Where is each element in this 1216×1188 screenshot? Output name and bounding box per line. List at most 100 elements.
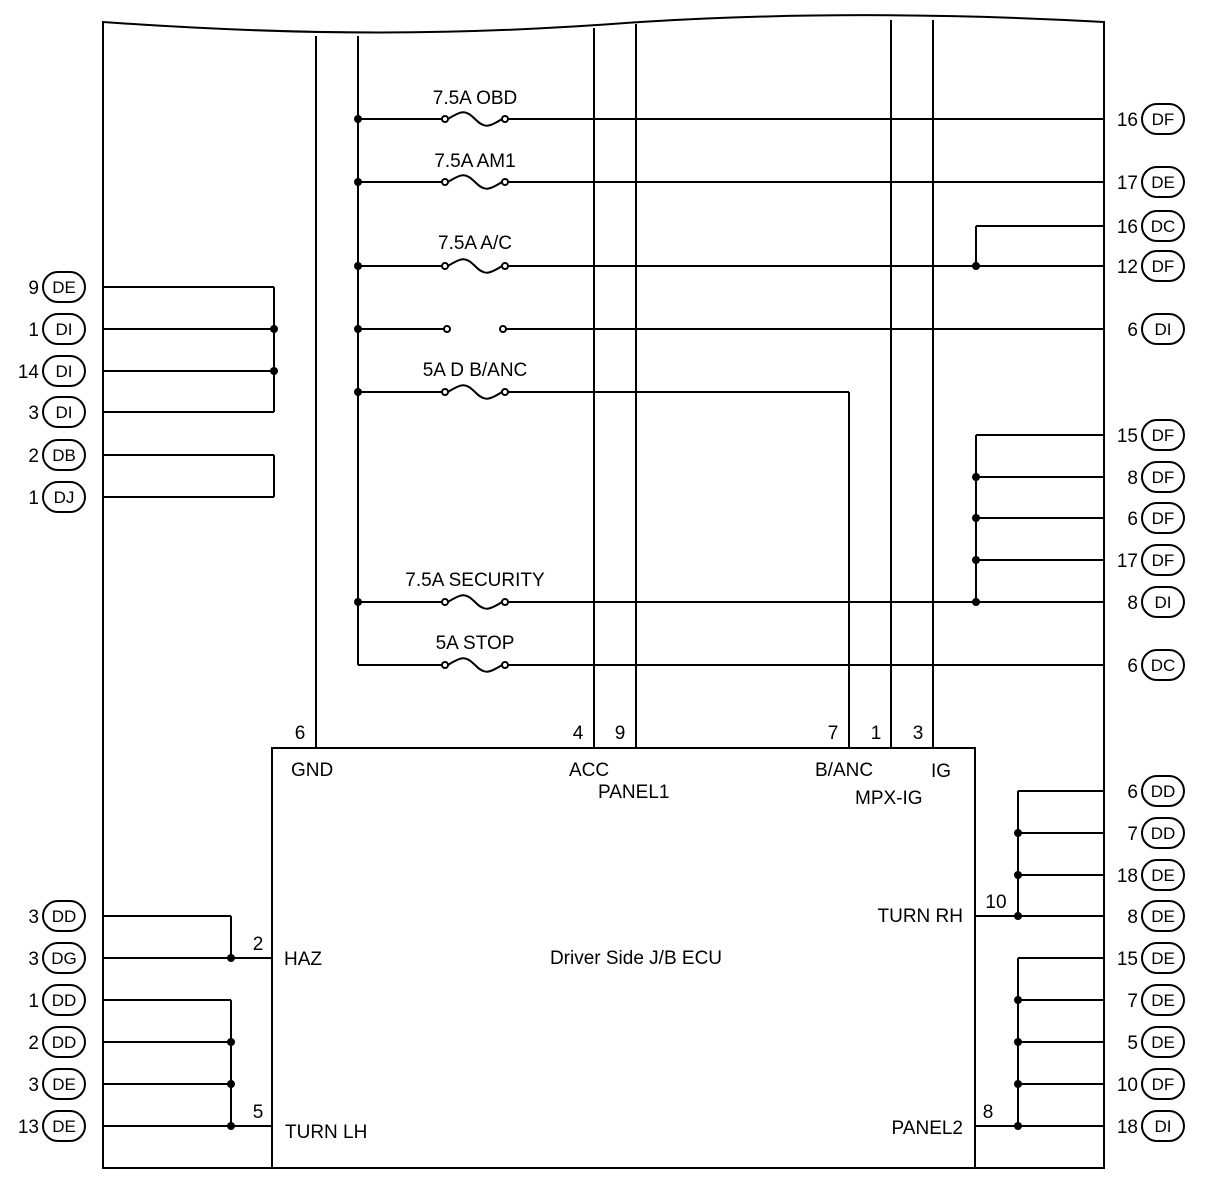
connector-code: DF bbox=[1152, 257, 1175, 276]
pin-name: TURN LH bbox=[285, 1122, 367, 1143]
fuse-row-am1: 7.5A AM1 bbox=[354, 151, 1104, 190]
pin-name: MPX-IG bbox=[855, 788, 923, 809]
connector-code: DE bbox=[1151, 907, 1175, 926]
connector-pin: 2 bbox=[28, 1033, 39, 1054]
pin-name: PANEL2 bbox=[892, 1118, 963, 1139]
connector-code: DB bbox=[52, 446, 76, 465]
junction-dot bbox=[1014, 1038, 1022, 1046]
fuse-row-ac: 7.5A A/C bbox=[354, 225, 1104, 274]
connector-badge: DJ1 bbox=[28, 481, 86, 513]
fuse-row-stop: 5A STOP bbox=[358, 633, 1104, 673]
pin-number: 8 bbox=[983, 1102, 994, 1123]
connector-badge: DE 9 bbox=[28, 271, 86, 303]
junction-dot bbox=[227, 954, 235, 962]
left-upper-links bbox=[103, 286, 278, 498]
connector-badge-outline bbox=[1141, 103, 1185, 135]
connector-code: DE bbox=[52, 278, 76, 297]
connector-code: DC bbox=[1151, 656, 1176, 675]
connector-badge-outline bbox=[1141, 210, 1185, 242]
connector-badge-outline bbox=[1141, 942, 1185, 974]
connector-pin: 14 bbox=[18, 362, 40, 383]
connector-badge: DI 14 bbox=[18, 355, 86, 387]
fuse-label: 7.5A A/C bbox=[438, 233, 512, 254]
connector-badge: DF 12 bbox=[1117, 250, 1185, 282]
connector-badge: DG3 bbox=[28, 942, 86, 974]
junction-dot bbox=[1014, 912, 1022, 920]
connector-pin: 1 bbox=[28, 488, 39, 509]
connector-pin: 3 bbox=[28, 949, 39, 970]
connector-pin: 9 bbox=[28, 278, 39, 299]
connector-badge-outline bbox=[1141, 1068, 1185, 1100]
connector-pin: 5 bbox=[1127, 1033, 1138, 1054]
connector-code: DF bbox=[1152, 1075, 1175, 1094]
connector-pin: 13 bbox=[18, 1117, 39, 1138]
junction-dot bbox=[1014, 1122, 1022, 1130]
connector-badge: DB2 bbox=[28, 439, 86, 471]
connector-badge-outline bbox=[42, 942, 86, 974]
connector-badge: DF6 bbox=[1127, 502, 1185, 534]
junction-dot bbox=[1014, 1080, 1022, 1088]
connector-pin: 6 bbox=[1127, 320, 1138, 341]
connector-badge-outline bbox=[42, 439, 86, 471]
connector-code: DC bbox=[1151, 217, 1176, 236]
connector-code: DE bbox=[1151, 866, 1175, 885]
fuse-row-obd: 7.5A OBD bbox=[354, 88, 1104, 127]
connector-badge: DD 2 bbox=[28, 1026, 86, 1058]
connector-pin: 7 bbox=[1127, 824, 1138, 845]
connector-badge-outline bbox=[42, 396, 86, 428]
connector-code: DF bbox=[1152, 509, 1175, 528]
pin-name: HAZ bbox=[284, 949, 322, 970]
connector-pin: 16 bbox=[1117, 217, 1138, 238]
connector-code: DD bbox=[52, 1033, 77, 1052]
connector-badge-outline bbox=[42, 1110, 86, 1142]
pin-name: PANEL1 bbox=[598, 782, 669, 803]
connector-badge-outline bbox=[1141, 502, 1185, 534]
connector-badge: DI 8 bbox=[1127, 586, 1185, 618]
connector-code: DI bbox=[1155, 1117, 1172, 1136]
connector-badge: DF 16 bbox=[1117, 103, 1185, 135]
connector-code: DI bbox=[56, 362, 73, 381]
connector-pin: 8 bbox=[1127, 593, 1138, 614]
connector-pin: 3 bbox=[28, 1075, 39, 1096]
connector-badge: DF8 bbox=[1127, 461, 1185, 493]
connector-badge: DC 16 bbox=[1117, 210, 1185, 242]
connector-code: DF bbox=[1152, 551, 1175, 570]
connector-code: DE bbox=[1151, 949, 1175, 968]
connector-code: DI bbox=[56, 403, 73, 422]
connector-pin: 15 bbox=[1117, 949, 1138, 970]
junction-dot bbox=[227, 1080, 235, 1088]
connector-pin: 18 bbox=[1117, 1117, 1138, 1138]
connector-badge-outline bbox=[42, 984, 86, 1016]
fuse-row-security: 7.5A SECURITY bbox=[354, 570, 1104, 610]
connector-pin: 17 bbox=[1117, 173, 1138, 194]
connector-pin: 10 bbox=[1117, 1075, 1138, 1096]
connector-pin: 18 bbox=[1117, 866, 1138, 887]
connector-badge: DI6 bbox=[1127, 313, 1185, 345]
connector-code: DI bbox=[56, 320, 73, 339]
pin-number: 4 bbox=[573, 723, 584, 744]
connector-badge-outline bbox=[1141, 1026, 1185, 1058]
pin-number: 10 bbox=[985, 892, 1006, 913]
connector-badge: DF 10 bbox=[1117, 1068, 1185, 1100]
connector-pin: 7 bbox=[1127, 991, 1138, 1012]
connector-pin: 12 bbox=[1117, 257, 1138, 278]
junction-dot bbox=[227, 1038, 235, 1046]
connector-badge-outline bbox=[1141, 166, 1185, 198]
junction-dot bbox=[227, 1122, 235, 1130]
connector-pin: 6 bbox=[1127, 656, 1138, 677]
connector-badge-outline bbox=[1141, 859, 1185, 891]
connector-pin: 16 bbox=[1117, 110, 1138, 131]
pin-name: IG bbox=[931, 761, 951, 782]
connector-badge: DC 6 bbox=[1127, 649, 1185, 681]
connector-badge-outline bbox=[1141, 817, 1185, 849]
connector-badge: DD1 bbox=[28, 984, 86, 1016]
connector-pin: 15 bbox=[1117, 426, 1138, 447]
connector-badge-outline bbox=[42, 313, 86, 345]
connector-code: DF bbox=[1152, 468, 1175, 487]
connector-code: DI bbox=[1155, 593, 1172, 612]
connector-badge: DI3 bbox=[28, 396, 86, 428]
fuse-label: 5A D B/ANC bbox=[423, 360, 528, 381]
connector-code: DF bbox=[1152, 110, 1175, 129]
connector-badge: DE7 bbox=[1127, 984, 1185, 1016]
